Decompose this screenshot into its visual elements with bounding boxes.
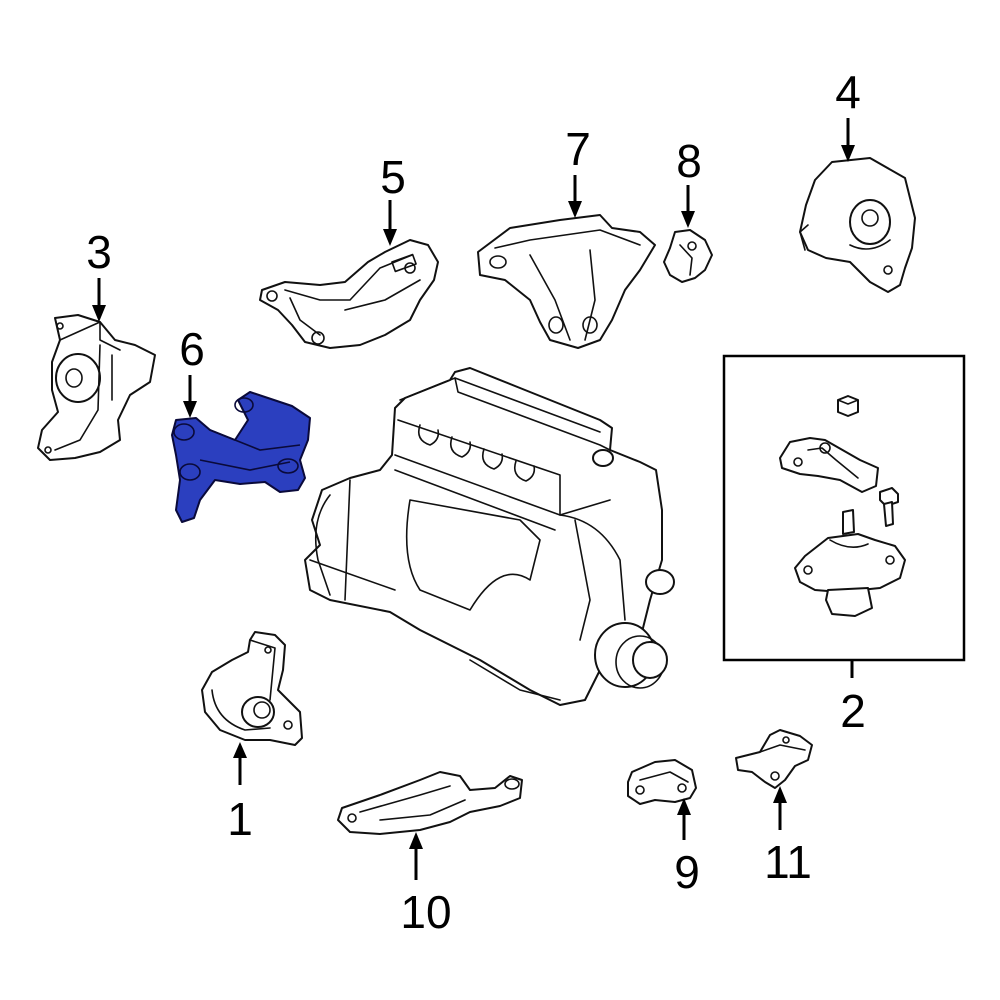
part-2-bracket[interactable] [779, 437, 879, 493]
callout-3: 3 [86, 226, 112, 278]
callout-7: 7 [565, 123, 591, 175]
part-2-nut[interactable] [837, 395, 859, 417]
callout-11: 11 [764, 836, 812, 888]
part-6-bracket-highlighted[interactable] [171, 391, 311, 523]
callout-8: 8 [676, 135, 702, 187]
part-1-mount[interactable] [201, 631, 303, 746]
engine-block [304, 367, 675, 706]
part-3-mount[interactable] [37, 314, 156, 461]
part-2-frame [722, 354, 966, 662]
callout-1: 1 [227, 793, 253, 845]
callout-5: 5 [380, 151, 406, 203]
part-5-bracket[interactable] [259, 239, 439, 349]
part-9-bracket[interactable] [627, 759, 697, 805]
callout-labels: 1 2 3 4 5 6 7 8 9 10 11 [86, 66, 866, 938]
callout-10: 10 [400, 886, 451, 938]
callout-2: 2 [840, 685, 866, 737]
part-2-mount[interactable] [794, 509, 906, 617]
part-2-bolt[interactable] [879, 487, 899, 527]
part-11-bracket[interactable] [735, 729, 813, 789]
part-4-mount[interactable] [799, 157, 916, 293]
callout-4: 4 [835, 66, 861, 118]
callout-6: 6 [179, 323, 205, 375]
part-7-bracket[interactable] [477, 214, 656, 349]
part-10-bracket[interactable] [337, 771, 523, 835]
part-2-assembly-box [722, 354, 966, 662]
callout-9: 9 [674, 846, 700, 898]
part-8-bracket[interactable] [663, 229, 713, 283]
callout-arrows [92, 118, 855, 880]
